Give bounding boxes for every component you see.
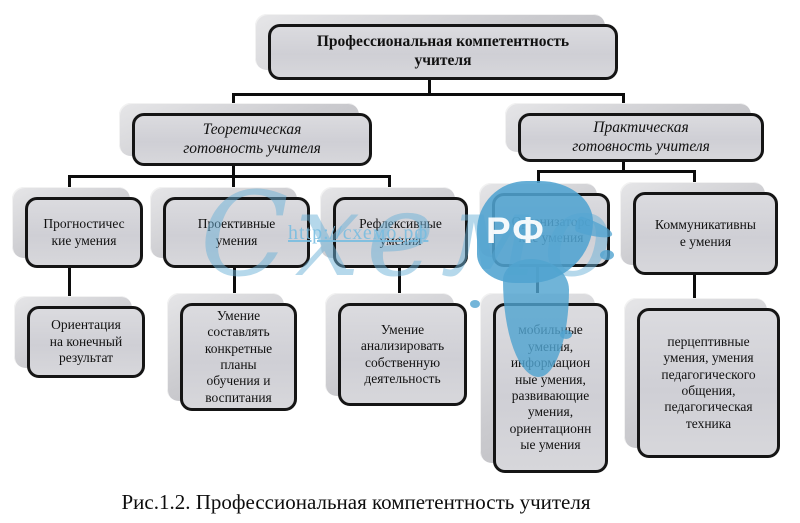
node-result-orientation: Ориентация на конечный результат [27,306,145,378]
node-concrete-plans: Умение составлять конкретные планы обуче… [180,303,297,411]
node-organizational-label: Организаторс кие умения [511,213,591,245]
node-result-orientation-box: Ориентация на конечный результат [27,306,145,378]
node-organizational-box: Организаторс кие умения [492,193,610,267]
node-self-analysis-label: Умение анализировать собственную деятель… [360,321,445,386]
node-reflexive-label: Рефлексивные умения [359,216,442,248]
node-communicative-box: Коммуникативны е умения [633,192,778,275]
node-practical-box: Практическая готовность учителя [518,113,764,162]
node-root: Профессиональная компетентность учителя [268,24,618,80]
node-concrete-plans-label: Умение составлять конкретные планы обуче… [204,307,273,405]
node-theoretical: Теоретическая готовность учителя [132,113,372,166]
connector-prognostic-down [68,268,71,307]
node-projective-box: Проективные умения [163,197,310,268]
node-root-box: Профессиональная компетентность учителя [268,24,618,80]
node-self-analysis: Умение анализировать собственную деятель… [338,303,467,406]
watermark-droplet [470,300,480,308]
node-prognostic-box: Прогностичес кие умения [25,197,143,268]
node-result-orientation-label: Ориентация на конечный результат [49,317,123,366]
node-prognostic: Прогностичес кие умения [25,197,143,268]
node-communicative-label: Коммуникативны е умения [655,217,756,249]
node-communicative: Коммуникативны е умения [633,192,778,275]
connector-theory-horizontal [68,175,391,178]
node-projective: Проективные умения [163,197,310,268]
node-practical-label: Практическая готовность учителя [572,118,710,155]
connector-level1-horizontal [232,93,625,96]
node-mobile-info-box: мобильные умения, информацион ные умения… [493,303,608,473]
node-concrete-plans-box: Умение составлять конкретные планы обуче… [180,303,297,411]
node-perceptive: перцептивные умения, умения педагогическ… [637,308,780,458]
connector-reflexive-down [398,268,401,304]
node-root-label: Профессиональная компетентность учителя [316,33,570,69]
node-prognostic-label: Прогностичес кие умения [43,216,125,248]
node-mobile-info: мобильные умения, информацион ные умения… [493,303,608,473]
node-theoretical-label: Теоретическая готовность учителя [183,120,321,157]
connector-practical-down [622,162,625,173]
node-practical: Практическая готовность учителя [518,113,764,162]
node-reflexive: Рефлексивные умения [333,197,468,268]
connector-theoretical-down [232,166,235,198]
node-self-analysis-box: Умение анализировать собственную деятель… [338,303,467,406]
node-reflexive-box: Рефлексивные умения [333,197,468,268]
node-perceptive-label: перцептивные умения, умения педагогическ… [661,333,756,431]
connector-root-down [428,79,431,95]
connector-practice-horizontal [537,170,696,173]
figure-caption: Рис.1.2. Профессиональная компетентность… [121,490,591,514]
node-theoretical-box: Теоретическая готовность учителя [132,113,372,166]
node-perceptive-box: перцептивные умения, умения педагогическ… [637,308,780,458]
connector-communicative-down [693,275,696,309]
node-projective-label: Проективные умения [197,216,276,248]
node-mobile-info-label: мобильные умения, информацион ные умения… [509,322,592,453]
connector-projective-down [233,268,236,304]
node-organizational: Организаторс кие умения [492,193,610,267]
